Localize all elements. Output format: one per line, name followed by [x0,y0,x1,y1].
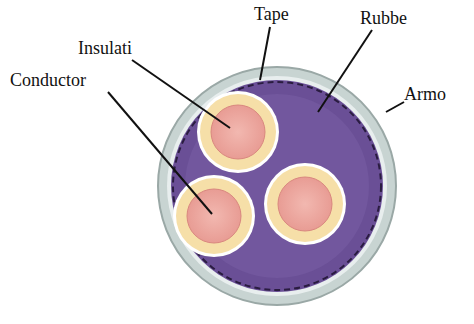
armor-inner [167,76,387,296]
part-name: Rubbe [360,8,407,28]
rubber-filler [171,80,383,292]
leader-line [260,27,270,80]
core [173,175,255,257]
tape-layer [173,82,381,290]
part-name: Conductor [10,70,86,90]
core [264,163,346,245]
part-name: Armo [404,84,446,104]
core [197,91,279,173]
leader-line [386,102,404,112]
part-name: Tape [254,4,289,24]
leader-line [318,30,372,112]
leader-line [132,60,230,128]
leader-line [108,92,212,214]
part-name: Insulati [78,38,132,58]
leader-lines [108,27,404,214]
